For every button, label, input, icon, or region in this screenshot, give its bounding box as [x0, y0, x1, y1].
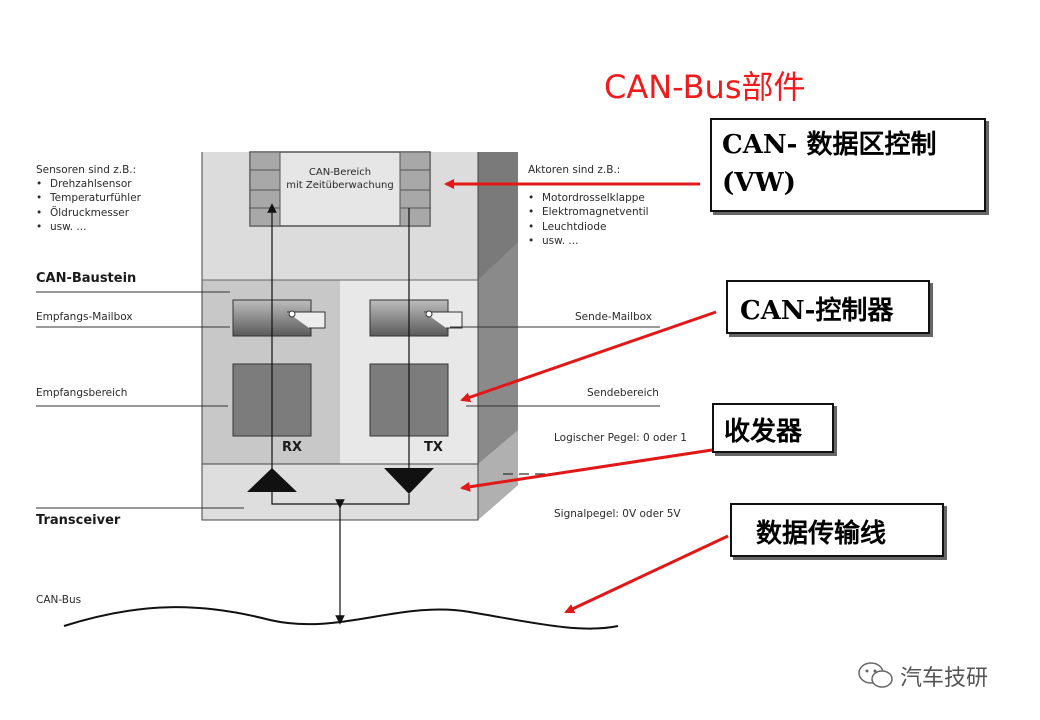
rx-label: RX [282, 440, 303, 455]
module-side-lower [478, 430, 518, 520]
can-bus-label: CAN-Bus [36, 594, 82, 606]
callout-controller: CAN-控制器 [726, 280, 930, 334]
can-bereich-label: CAN-Bereich mit Zeitüberwachung [286, 167, 394, 191]
empfangsbereich-label: Empfangsbereich [36, 387, 128, 399]
sende-mailbox-label: Sende-Mailbox [575, 311, 653, 323]
callout-data-area-control: CAN- 数据区控制 (VW) [710, 118, 986, 212]
actuator-item: Elektromagnetventil [528, 205, 649, 219]
actuator-notes: Aktoren sind z.B.: Motordrosselklappe El… [528, 163, 649, 248]
page-title: CAN-Bus部件 [604, 68, 806, 106]
actuator-item: Motordrosselklappe [528, 191, 649, 205]
empfangs-mailbox-label: Empfangs-Mailbox [36, 311, 133, 323]
sensor-item: Drehzahlsensor [36, 177, 141, 191]
callout-bus-line: 数据传输线 [730, 503, 944, 557]
actuator-item: Leuchtdiode [528, 220, 649, 234]
can-bus-line [63, 606, 619, 630]
sendebereich-label: Sendebereich [587, 387, 659, 399]
sensor-notes: Sensoren sind z.B.: Drehzahlsensor Tempe… [36, 163, 141, 234]
sensor-item: usw. ... [36, 220, 141, 234]
transceiver-label: Transceiver [36, 513, 121, 528]
can-baustein-label: CAN-Baustein [36, 271, 137, 286]
wechat-logo-icon [858, 662, 893, 688]
tx-label: TX [424, 440, 443, 455]
watermark-text: 汽车技研 [900, 666, 989, 691]
actuator-item: usw. ... [528, 234, 649, 248]
tx-triangle [384, 468, 434, 494]
sensor-notes-heading: Sensoren sind z.B.: [36, 164, 137, 176]
sensor-item: Öldruckmesser [36, 206, 141, 220]
signalpegel-label: Signalpegel: 0V oder 5V [554, 508, 681, 520]
callout-transceiver: 收发器 [712, 403, 834, 453]
logischer-pegel-label: Logischer Pegel: 0 oder 1 [554, 432, 687, 444]
rx-triangle [247, 468, 297, 492]
sensor-item: Temperaturfühler [36, 191, 141, 205]
actuator-notes-heading: Aktoren sind z.B.: [528, 164, 621, 176]
